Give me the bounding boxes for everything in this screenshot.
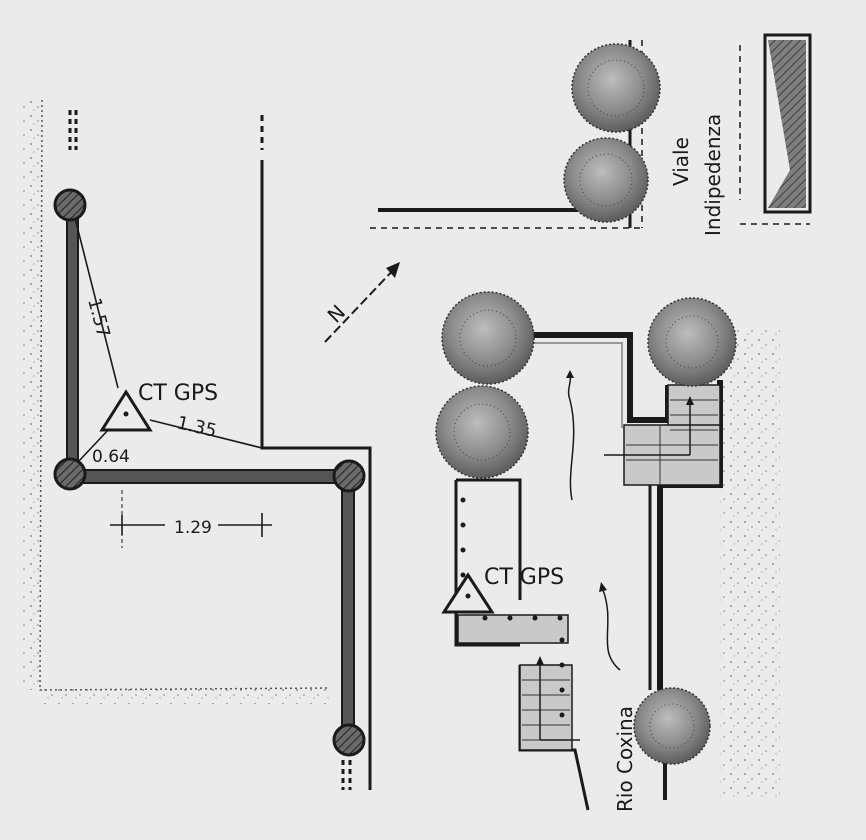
- post-markers: [53, 188, 366, 757]
- river-label: Rio Coxina: [613, 706, 637, 812]
- tree-garden-1: [441, 291, 535, 385]
- dim-label-157: 1.57: [83, 296, 114, 340]
- north-arrow: [324, 262, 400, 343]
- street-label-line1: Viale: [669, 137, 693, 186]
- building-wedge: [763, 33, 812, 214]
- lower-paving: [457, 614, 580, 751]
- post-corner-right: [332, 459, 366, 493]
- ct-gps-marker-left: [99, 389, 153, 432]
- tree-street-2: [563, 137, 649, 223]
- tree-garden-2: [435, 385, 529, 479]
- ground-edge: [22, 99, 331, 704]
- garden-ground: [720, 330, 780, 800]
- upper-stairs: [604, 384, 721, 486]
- railing-posts: [460, 497, 565, 718]
- post-bottom: [332, 723, 366, 757]
- tree-street-1: [571, 43, 661, 133]
- dim-label-129: 1.29: [174, 518, 212, 538]
- ct-gps-label-left: CT GPS: [138, 381, 218, 406]
- post-corner-left: [53, 457, 87, 491]
- north-label: N: [323, 300, 351, 328]
- street-label-line2: Indipedenza: [701, 114, 725, 236]
- tree-garden-4: [633, 687, 711, 765]
- post-top: [53, 188, 87, 222]
- fence-wall: [66, 110, 372, 790]
- dim-label-064: 0.64: [92, 447, 130, 467]
- dim-label-135: 1.35: [175, 412, 219, 441]
- ct-gps-marker-right: [441, 572, 495, 614]
- tree-garden-3: [647, 297, 737, 387]
- ct-gps-label-right: CT GPS: [484, 565, 564, 590]
- river-flow: [566, 370, 621, 671]
- measurement-lines: [74, 217, 272, 548]
